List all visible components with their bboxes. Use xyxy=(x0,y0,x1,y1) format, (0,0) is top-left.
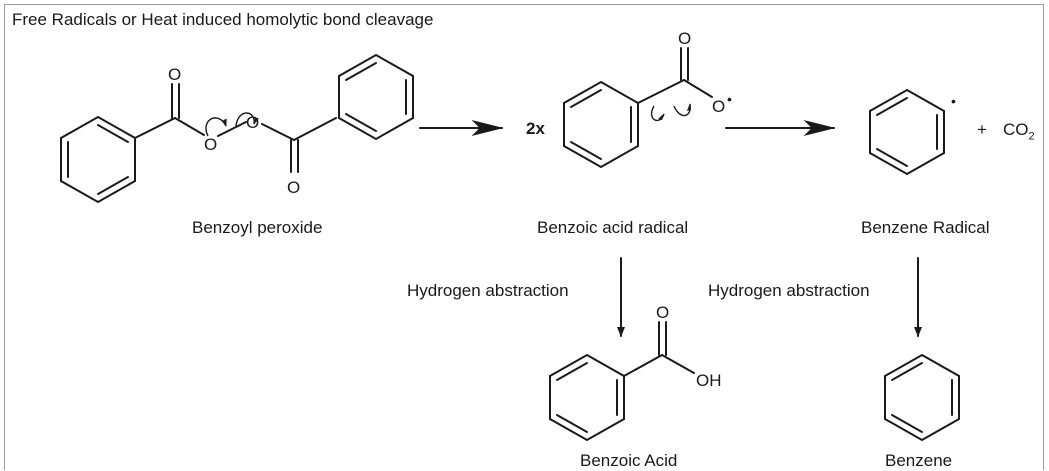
label-benzoic-acid-radical: Benzoic acid radical xyxy=(537,218,689,237)
fishhook-arrow-decarboxylation-a xyxy=(650,105,665,122)
hydroxyl-group: OH xyxy=(696,371,722,390)
benzoic-acid-structure: O OH xyxy=(549,303,722,442)
carbonyl-oxygen-left: O xyxy=(168,65,181,84)
label-benzene: Benzene xyxy=(885,451,953,470)
left-benzene-ring xyxy=(60,115,136,204)
carbonyl-ring-bond xyxy=(293,117,337,141)
radical-oxygen: O xyxy=(712,97,725,116)
radical-benzene-ring xyxy=(563,80,639,169)
benzene-radical-structure: • xyxy=(869,88,956,176)
acid-c-oh-bond xyxy=(661,354,695,374)
stoichiometric-coefficient: 2x xyxy=(526,119,545,138)
figure-title: Free Radicals or Heat induced homolytic … xyxy=(12,10,434,29)
radical-carbonyl-oxygen: O xyxy=(678,29,691,48)
figure-frame xyxy=(4,4,1044,470)
benzoic-acid-ring xyxy=(549,353,625,442)
label-hydrogen-abstraction-right: Hydrogen abstraction xyxy=(708,281,870,300)
right-benzene-ring xyxy=(338,53,414,141)
fishhook-arrow-decarboxylation-b xyxy=(673,103,691,117)
peroxide-o-o-bond xyxy=(217,121,247,137)
label-benzoyl-peroxide: Benzoyl peroxide xyxy=(192,218,323,237)
fishhook-arrow-right xyxy=(235,112,259,127)
acid-carbonyl-oxygen: O xyxy=(656,303,669,322)
phenyl-radical-dot: • xyxy=(951,93,956,109)
benzoic-acid-radical-structure: O O • xyxy=(563,29,732,169)
co2-subscript: 2 xyxy=(1028,130,1035,143)
radical-c-o-bond xyxy=(683,79,713,98)
label-benzoic-acid: Benzoic Acid xyxy=(580,451,678,470)
benzoyl-peroxide-structure: O O O O xyxy=(60,53,414,204)
carbonyl-oxygen-right: O xyxy=(287,178,300,197)
c-o-bond-right xyxy=(261,123,295,141)
label-benzene-radical: Benzene Radical xyxy=(861,218,990,237)
fishhook-arrow-left xyxy=(205,117,227,137)
plus-sign: + xyxy=(977,120,987,139)
c-o-bond-left xyxy=(174,117,205,136)
peroxide-oxygen-left: O xyxy=(204,135,217,154)
carboxyl-radical-dot: • xyxy=(727,91,732,107)
label-hydrogen-abstraction-left: Hydrogen abstraction xyxy=(407,281,569,300)
co2-base: CO xyxy=(1003,120,1029,139)
radical-ring-carbonyl-bond xyxy=(637,79,685,104)
ring-carbonyl-bond xyxy=(134,117,176,139)
carbon-dioxide: CO2 xyxy=(1003,121,1035,142)
benzene-structure xyxy=(884,353,960,442)
acid-ring-carbonyl-bond xyxy=(623,354,663,377)
